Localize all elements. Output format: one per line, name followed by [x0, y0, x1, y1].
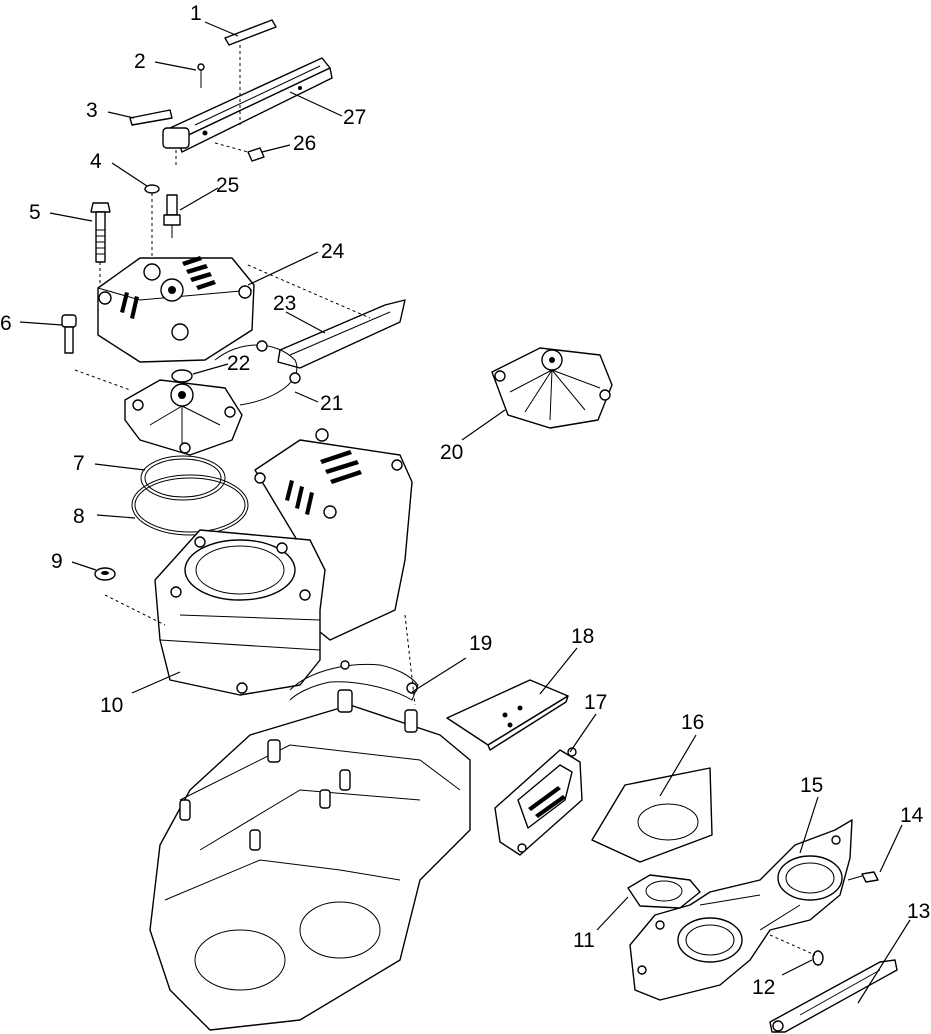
- head-cover-part: [124, 379, 243, 456]
- screw-part-2: [197, 63, 205, 88]
- callout-19: 19: [469, 632, 492, 655]
- washer-part-4: [144, 184, 160, 194]
- callout-10: 10: [100, 694, 123, 717]
- plug-part-22: [171, 369, 193, 383]
- bracket-part-13: [769, 959, 898, 1033]
- callout-4: 4: [90, 150, 102, 173]
- callouts: 1 2 3 4 5 6 7 8 9 10 11 12 13 14 15 16 1…: [0, 2, 930, 999]
- bolt-part-5: [90, 202, 111, 263]
- callout-7: 7: [73, 452, 85, 475]
- callout-20: 20: [440, 441, 463, 464]
- callout-8: 8: [73, 505, 85, 528]
- callout-23: 23: [273, 292, 296, 315]
- callout-6: 6: [0, 312, 12, 335]
- callout-22: 22: [227, 352, 250, 375]
- callout-25: 25: [216, 174, 239, 197]
- callout-16: 16: [681, 711, 704, 734]
- callout-11: 11: [573, 929, 595, 952]
- callout-5: 5: [29, 201, 41, 224]
- callout-15: 15: [800, 774, 823, 797]
- cylinder-head-part-24: [97, 256, 255, 363]
- intake-manifold-part-15: [629, 819, 853, 1001]
- strip-part-1: [224, 19, 277, 46]
- callout-27: 27: [343, 106, 366, 129]
- gasket-part-16: [591, 767, 713, 863]
- crankcase: [149, 689, 471, 1031]
- o-ring-part-8: [131, 474, 249, 536]
- leader-lines: [19, 21, 911, 1004]
- flange-gasket-part-11: [627, 874, 701, 909]
- cover-bar-part-27: [162, 57, 333, 153]
- gasket-part-23: [277, 299, 406, 369]
- callout-24: 24: [321, 240, 345, 263]
- callout-26: 26: [293, 132, 316, 155]
- callout-9: 9: [51, 550, 63, 573]
- callout-13: 13: [907, 900, 930, 923]
- callout-21: 21: [320, 392, 343, 415]
- callout-12: 12: [752, 976, 775, 999]
- callout-18: 18: [571, 625, 594, 648]
- spark-plug-part-25: [163, 194, 181, 238]
- bolt-part-12: [769, 934, 824, 966]
- cover-gasket-part-21: [214, 340, 301, 406]
- callout-17: 17: [584, 691, 607, 714]
- bolt-part-6: [61, 314, 77, 354]
- reed-valve-part-17: [494, 747, 583, 856]
- o-ring-part-7: [140, 455, 226, 501]
- callout-2: 2: [134, 50, 146, 73]
- screw-part-26: [247, 147, 265, 162]
- callout-3: 3: [86, 99, 98, 122]
- reed-plate-part-18: [446, 679, 569, 751]
- bolt-part-14: [847, 871, 879, 883]
- strip-part-3: [129, 109, 173, 126]
- callout-1: 1: [190, 2, 202, 25]
- nut-part-9: [94, 567, 116, 581]
- cylinder-block-part-10: [154, 529, 326, 696]
- callout-14: 14: [900, 804, 924, 827]
- cylinder-head-part-20: [491, 347, 613, 429]
